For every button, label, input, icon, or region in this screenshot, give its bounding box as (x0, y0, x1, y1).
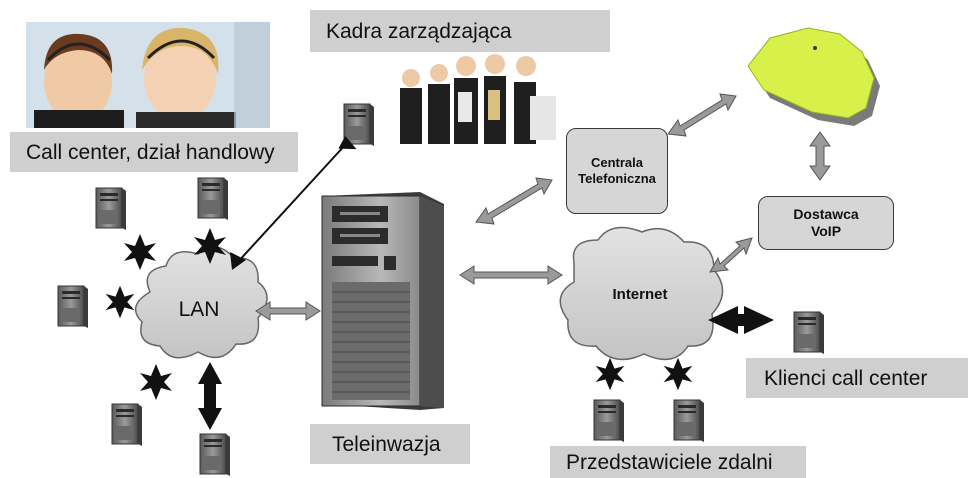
link-teleinwazja-centrala (475, 177, 553, 225)
main-server (321, 192, 444, 410)
link-teleinwazja-internet (459, 265, 563, 285)
link-lan-teleinwazja (255, 301, 321, 321)
link-lan-server-5 (198, 362, 222, 430)
link-map-voip (809, 131, 831, 181)
server-lan-5 (199, 433, 231, 476)
link-internet-remote-2 (663, 357, 693, 391)
voip-provider-node: Dostawca VoIP (758, 196, 894, 250)
management-photo (388, 50, 564, 144)
link-internet-clients (708, 306, 774, 334)
centrala-node: Centrala Telefoniczna (566, 128, 668, 214)
internet-cloud-label: Internet (612, 286, 668, 303)
link-centrala-map (667, 93, 737, 137)
server-lan-2 (197, 177, 229, 220)
call-center-photo (26, 22, 270, 128)
server-remote-1 (593, 399, 625, 442)
link-lan-server-4 (140, 364, 172, 400)
label-przedstawiciele: Przedstawiciele zdalni (550, 446, 806, 478)
server-remote-2 (673, 399, 705, 442)
link-lan-server-1 (124, 234, 156, 270)
lan-cloud-label: LAN (178, 298, 220, 321)
label-kadra: Kadra zarządzająca (310, 10, 610, 52)
server-clients (793, 311, 825, 354)
server-lan-4 (111, 403, 143, 446)
link-internet-voip (709, 237, 753, 273)
server-lan-1 (95, 187, 127, 230)
label-teleinwazja: Teleinwazja (310, 424, 470, 464)
internet-cloud-shape (559, 226, 724, 361)
label-klienci: Klienci call center (746, 358, 968, 398)
gray-arrows (255, 93, 831, 321)
link-lan-server-3 (105, 285, 135, 319)
server-lan-3 (57, 285, 89, 328)
lan-cloud-shape (134, 246, 268, 359)
server-management (343, 103, 375, 146)
link-lan-management (230, 136, 357, 270)
link-internet-remote-1 (595, 357, 625, 391)
label-callcenter: Call center, dział handlowy (10, 132, 298, 172)
poland-map (747, 27, 880, 126)
